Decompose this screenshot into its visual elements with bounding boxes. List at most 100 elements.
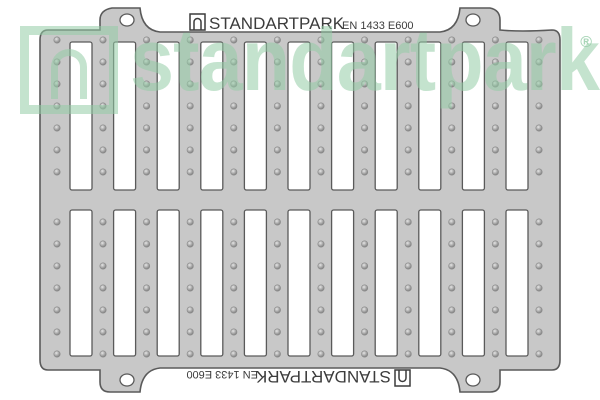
stud	[143, 80, 151, 88]
drain-slot	[330, 41, 355, 191]
stud	[186, 146, 194, 154]
stud	[404, 262, 412, 270]
drain-slot	[418, 41, 442, 191]
drain-slot	[243, 41, 268, 191]
stud	[491, 36, 499, 44]
stud	[143, 168, 151, 176]
stud	[230, 36, 238, 44]
stud	[404, 306, 412, 314]
stud	[535, 102, 543, 110]
stud	[317, 102, 325, 110]
stud	[317, 124, 325, 132]
stud	[186, 102, 194, 110]
stud	[99, 124, 107, 132]
anti-slip-studs	[53, 36, 543, 358]
stud	[361, 218, 369, 226]
stud	[491, 284, 499, 292]
stud	[186, 80, 194, 88]
stud	[404, 350, 412, 358]
stud	[273, 328, 281, 336]
stud	[273, 146, 281, 154]
stud	[448, 80, 456, 88]
bolt-hole	[119, 13, 135, 27]
stud	[491, 168, 499, 176]
stud	[143, 350, 151, 358]
stud	[99, 218, 107, 226]
stud	[448, 218, 456, 226]
stud	[448, 262, 456, 270]
drain-slot	[461, 209, 486, 357]
stud	[230, 328, 238, 336]
stud	[535, 124, 543, 132]
drain-slot	[505, 41, 529, 191]
stud	[53, 218, 61, 226]
drain-slot	[287, 209, 311, 357]
stud	[317, 328, 325, 336]
stud	[491, 124, 499, 132]
stud	[317, 168, 325, 176]
drain-slot	[374, 41, 398, 191]
drain-slot	[156, 209, 180, 357]
stud	[535, 350, 543, 358]
drain-slot	[156, 41, 180, 191]
stud	[448, 36, 456, 44]
stud	[404, 124, 412, 132]
stud	[448, 328, 456, 336]
stud	[317, 36, 325, 44]
stud	[491, 102, 499, 110]
bolt-hole	[119, 373, 135, 387]
stud	[230, 350, 238, 358]
stud	[361, 350, 369, 358]
stud	[273, 262, 281, 270]
top-stamp-standard: EN 1433 E600	[342, 20, 414, 32]
stud	[186, 168, 194, 176]
stud	[53, 124, 61, 132]
stud	[186, 284, 194, 292]
drain-slot	[461, 41, 486, 191]
stud	[230, 102, 238, 110]
bottom-stamp-brand: STANDARTPARK	[255, 367, 391, 386]
drain-slot	[243, 209, 268, 357]
stud	[53, 58, 61, 66]
bolt-holes	[119, 13, 481, 387]
stud	[317, 306, 325, 314]
stud	[317, 262, 325, 270]
bottom-stamp-standard: EN 1433 E600	[186, 368, 258, 380]
stud	[404, 328, 412, 336]
stud	[230, 218, 238, 226]
stud	[361, 102, 369, 110]
stud	[99, 284, 107, 292]
stud	[230, 262, 238, 270]
stud	[317, 146, 325, 154]
stud	[404, 80, 412, 88]
stud	[491, 240, 499, 248]
stud	[535, 284, 543, 292]
stud	[186, 124, 194, 132]
stud	[230, 284, 238, 292]
bottom-stamp: STANDARTPARK EN 1433 E600	[186, 367, 411, 387]
stud	[230, 124, 238, 132]
stud	[186, 328, 194, 336]
stud	[317, 350, 325, 358]
stud	[404, 284, 412, 292]
bolt-hole	[465, 13, 481, 27]
stud	[99, 36, 107, 44]
stud	[53, 262, 61, 270]
stud	[491, 146, 499, 154]
stud	[186, 350, 194, 358]
stud	[273, 58, 281, 66]
stud	[143, 306, 151, 314]
stud	[53, 102, 61, 110]
stud	[273, 168, 281, 176]
stud	[53, 80, 61, 88]
drain-slots	[69, 41, 529, 357]
stud	[99, 328, 107, 336]
stud	[143, 284, 151, 292]
stud	[143, 262, 151, 270]
stud	[53, 146, 61, 154]
stud	[99, 168, 107, 176]
stud	[448, 168, 456, 176]
stud	[361, 328, 369, 336]
stud	[535, 240, 543, 248]
